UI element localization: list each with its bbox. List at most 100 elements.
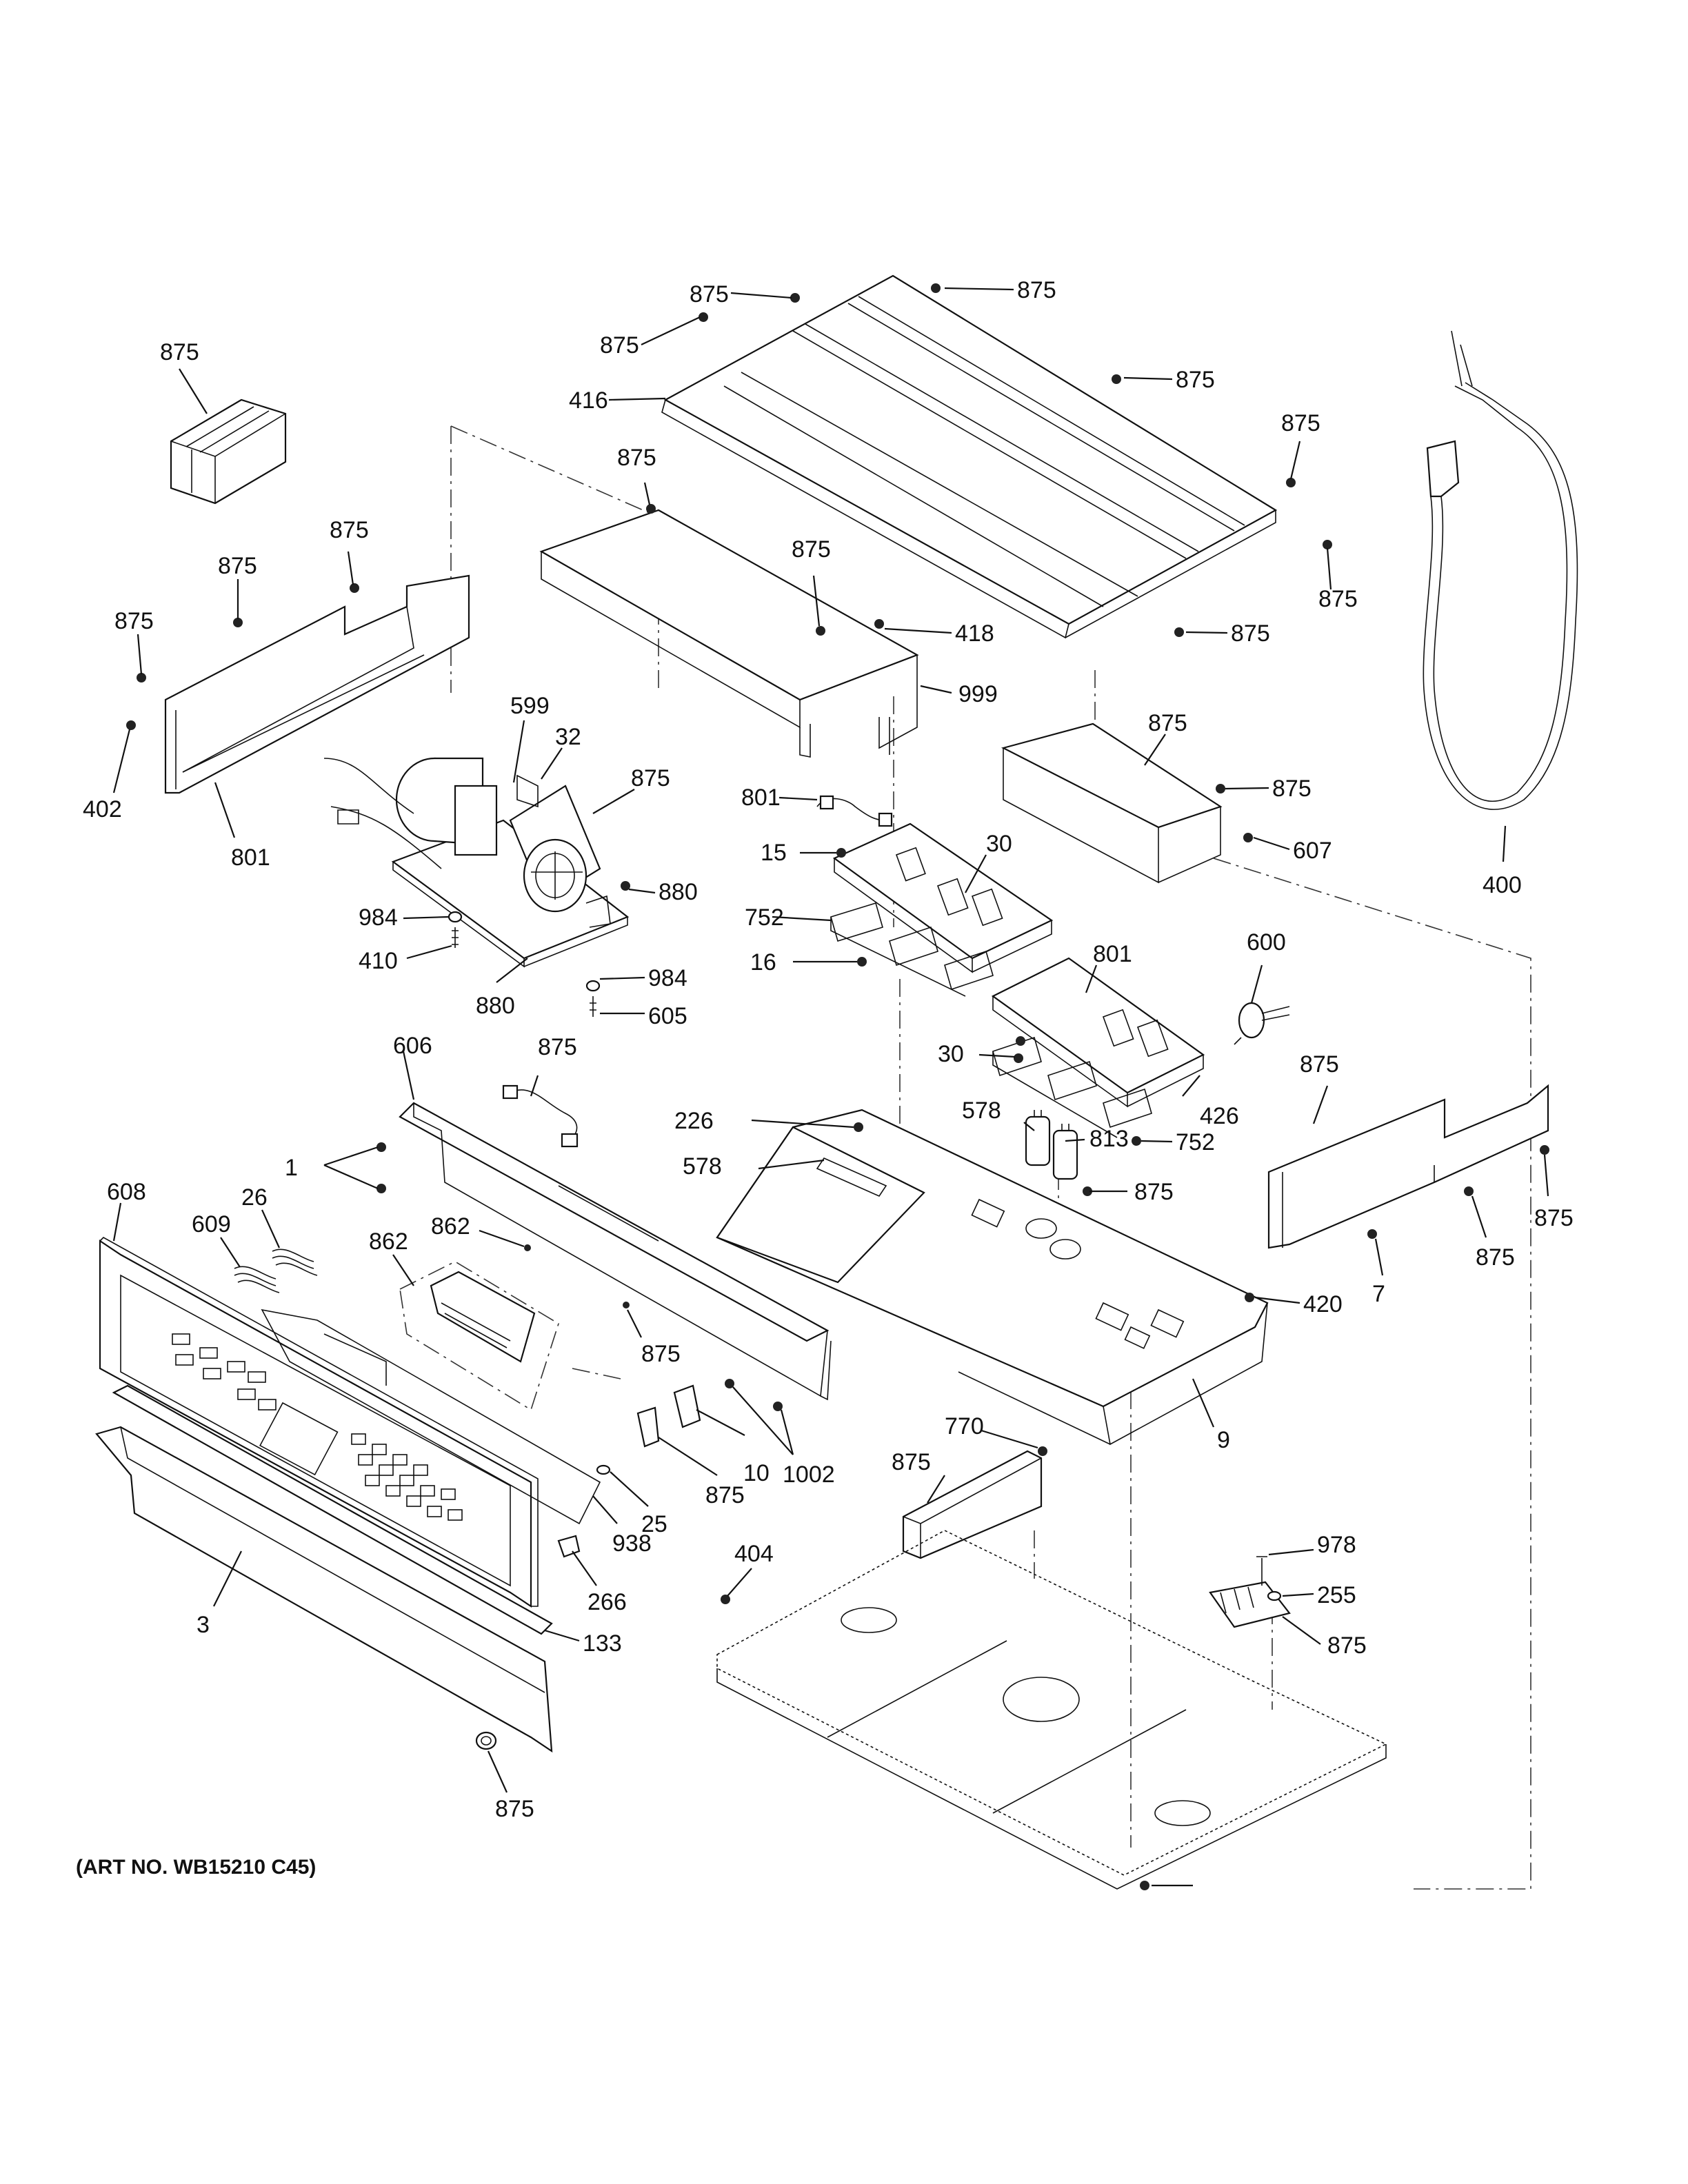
callout-400: 875 [1300, 1051, 1339, 1078]
part-15-control-board [832, 822, 1054, 973]
callout-875: 875 [1176, 367, 1215, 393]
callout-875: 226 [674, 1108, 714, 1134]
part-25-keypad-board [261, 1308, 601, 1525]
callout-600: 400 [1483, 872, 1522, 898]
callout-133: 875 [495, 1796, 534, 1822]
callout-608: 609 [192, 1211, 231, 1237]
leader-lines [112, 287, 1549, 1887]
screw-880-984-left [448, 911, 463, 948]
callout-255: 875 [1327, 1632, 1367, 1659]
part-7-control-bracket [399, 1102, 832, 1401]
callout-801: 752 [1176, 1129, 1215, 1155]
callout-578: 578 [962, 1098, 1001, 1124]
callout-420: 9 [1217, 1427, 1230, 1453]
callout-880: 984 [648, 965, 687, 991]
callout-1: 608 [107, 1179, 146, 1205]
callout-32: 875 [631, 765, 670, 791]
callout-418: 999 [958, 681, 998, 707]
part-607-sensor [1234, 1002, 1290, 1045]
part-578-capacitors [1025, 1110, 1078, 1180]
callout-26: 862 [369, 1228, 408, 1255]
callout-875: 770 [945, 1413, 984, 1439]
callout-426: 875 [1148, 710, 1187, 736]
callout-16: 801 [1093, 941, 1132, 967]
callout-30: 426 [1200, 1103, 1239, 1129]
callout-875: 607 [1293, 838, 1332, 864]
part-32-blower-assembly [323, 757, 630, 968]
callout-875: 875 [1272, 776, 1312, 802]
callout-875: 875 [600, 332, 639, 358]
part-416-top-cover [661, 274, 1278, 639]
callout-875: 875 [792, 536, 831, 563]
part-418-duct [539, 509, 919, 758]
callout-9: 10 [743, 1460, 770, 1486]
callout-938: 266 [587, 1589, 627, 1615]
part-426-bracket [1001, 722, 1223, 884]
callout-266: 3 [197, 1612, 210, 1638]
callout-15: 30 [986, 831, 1012, 857]
callout-875: 875 [690, 281, 729, 307]
callout-801: 599 [510, 693, 550, 719]
callout-875: 875 [1281, 410, 1320, 436]
part-938-clip [557, 1535, 581, 1558]
callout-7: 606 [393, 1033, 432, 1059]
callout-875: 402 [83, 796, 122, 822]
callout-875: 880 [659, 879, 698, 905]
callout-875: 418 [955, 620, 994, 647]
callout-875: 7 [1372, 1281, 1385, 1307]
art-number-caption: (ART NO. WB15210 C45) [76, 1856, 316, 1879]
part-606-harness [502, 1084, 579, 1148]
part-26-ui-board [399, 1261, 559, 1411]
callout-801: 15 [761, 840, 787, 866]
part-402-side-panel [164, 574, 470, 794]
callout-875: 875 [1318, 586, 1358, 612]
callout-875: 1 [285, 1155, 298, 1181]
part-16-control-board [991, 957, 1205, 1108]
callout-875: 875 [1017, 277, 1056, 303]
part-1002-screw [596, 1464, 611, 1475]
callout-770: 978 [1317, 1532, 1356, 1558]
callout-labels: 875 875 875 416 875 875 875 875 875 875 … [83, 277, 1574, 1822]
part-770-screw [1256, 1556, 1267, 1586]
callout-875: 875 [1534, 1205, 1574, 1231]
part-255-terminal-block [1209, 1581, 1291, 1628]
part-226-bracket [716, 1126, 925, 1284]
callout-10: 875 [705, 1482, 745, 1508]
part-999-box [170, 398, 287, 505]
part-600-power-cord [1423, 330, 1578, 810]
callout-752: 30 [938, 1041, 964, 1067]
callout-813: 875 [1134, 1179, 1174, 1205]
callout-3: 133 [583, 1630, 622, 1657]
callout-862: 875 [641, 1341, 681, 1367]
callout-875: 875 [114, 608, 154, 634]
callout-978: 255 [1317, 1582, 1356, 1608]
callout-875: 875 [330, 517, 369, 543]
callout-416: 416 [569, 387, 608, 414]
callout-599: 32 [555, 724, 581, 750]
screw-880-984-right [585, 980, 601, 1017]
callout-1002: 25 [641, 1511, 667, 1537]
callout-607: 600 [1247, 929, 1286, 956]
part-9-switch [673, 1384, 701, 1428]
part-978-nut [1267, 1590, 1282, 1601]
part-1-control-panel-front [99, 1237, 539, 1608]
callout-984: 605 [648, 1003, 687, 1029]
callout-875: 875 [617, 445, 656, 471]
screw-dots [126, 283, 1549, 1890]
callout-875: 875 [218, 553, 257, 579]
callout-875: 420 [1303, 1291, 1343, 1317]
part-30-board-tray-left [830, 902, 994, 997]
callout-226: 578 [683, 1153, 722, 1180]
callout-25: 938 [612, 1530, 652, 1557]
callout-875: 875 [1476, 1244, 1515, 1271]
part-base-plate [716, 1530, 1387, 1890]
part-10-block [636, 1406, 660, 1448]
callout-752: 16 [750, 949, 776, 975]
callout-984: 410 [359, 948, 398, 974]
callout-605: 801 [741, 785, 781, 811]
callout-410: 880 [476, 993, 515, 1019]
callout-404: 875 [892, 1449, 931, 1475]
callout-875: 404 [734, 1541, 774, 1567]
part-605-harness [816, 795, 893, 827]
